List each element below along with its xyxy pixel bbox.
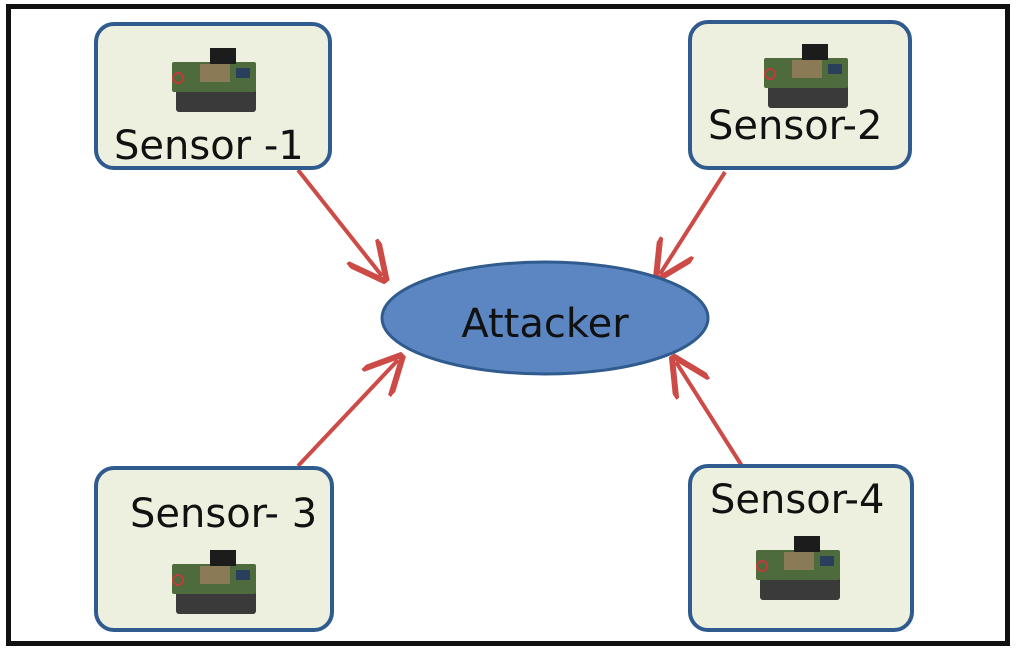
sensor-1-node: Sensor -1: [94, 22, 332, 170]
sensor-board-icon: [172, 48, 256, 112]
sensor-2-label: Sensor-2: [708, 103, 883, 149]
sensor-3-node: Sensor- 3: [94, 466, 334, 632]
attacker-label: Attacker: [461, 301, 629, 347]
sensor-2-node: Sensor-2: [688, 20, 912, 170]
sensor-4-label: Sensor-4: [710, 477, 885, 523]
arrow-sensor3-to-attacker: [296, 360, 398, 468]
arrow-sensor4-to-attacker: [676, 362, 744, 468]
arrow-sensor2-to-attacker: [660, 170, 727, 274]
sensor-board-icon: [756, 536, 840, 600]
arrow-sensor1-to-attacker: [296, 168, 382, 276]
attacker-node: [380, 260, 710, 376]
sensor-3-label: Sensor- 3: [130, 491, 318, 537]
sensor-1-label: Sensor -1: [114, 123, 304, 169]
sensor-4-node: Sensor-4: [688, 464, 914, 632]
sensor-board-icon: [764, 44, 848, 108]
sensor-board-icon: [172, 550, 256, 614]
